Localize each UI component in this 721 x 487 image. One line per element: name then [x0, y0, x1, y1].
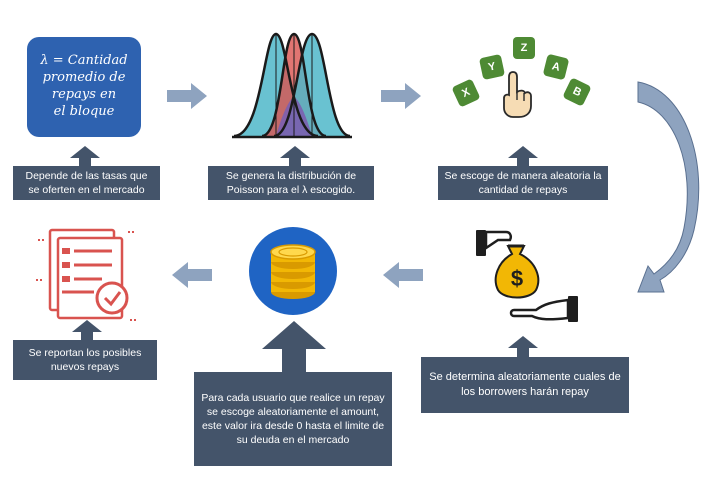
caption-borrowers-text: Se determina aleatoriamente cuales de lo…: [429, 371, 621, 398]
report-documents-icon: [36, 228, 138, 321]
flow-arrow-3: [383, 262, 423, 288]
caption-borrowers: Se determina aleatoriamente cuales de lo…: [421, 357, 629, 413]
caption-random-count: Se escoge de manera aleatoria la cantida…: [438, 166, 608, 200]
up-arrow-1: [70, 146, 100, 170]
up-arrow-4: [508, 336, 538, 360]
caption-rates: Depende de las tasas que se oferten en e…: [13, 166, 160, 200]
up-arrow-6: [72, 320, 102, 344]
caption-random-count-text: Se escoge de manera aleatoria la cantida…: [444, 169, 602, 196]
flow-arrow-4: [172, 262, 212, 288]
svg-text:$: $: [511, 266, 523, 291]
up-arrow-3: [508, 146, 538, 170]
caption-rates-text: Depende de las tasas que se oferten en e…: [25, 169, 148, 196]
poisson-distribution-icon: [232, 32, 352, 139]
curved-flow-arrow: [637, 81, 700, 293]
up-arrow-2: [280, 146, 310, 170]
caption-report: Se reportan los posibles nuevos repays: [13, 340, 157, 380]
caption-report-text: Se reportan los posibles nuevos repays: [28, 346, 142, 373]
money-hands-icon: $: [476, 230, 578, 322]
caption-poisson-text: Se genera la distribución de Poisson par…: [225, 169, 357, 196]
up-arrow-5: [262, 321, 326, 377]
tile-z: Z: [513, 37, 535, 59]
caption-amount: Para cada usuario que realice un repay s…: [194, 372, 392, 466]
caption-amount-text: Para cada usuario que realice un repay s…: [201, 391, 385, 447]
pointing-hand-icon: [503, 71, 532, 118]
tile-a: A: [542, 53, 570, 81]
caption-poisson: Se genera la distribución de Poisson par…: [208, 166, 374, 200]
flow-arrow-2: [381, 83, 421, 109]
flow-arrow-1: [167, 83, 207, 109]
tile-b: B: [562, 77, 592, 107]
lambda-box: λ = Cantidad promedio de repays en el bl…: [27, 37, 141, 137]
lambda-definition: λ = Cantidad promedio de repays en el bl…: [40, 53, 128, 119]
coins-icon: [249, 227, 337, 315]
tile-x: X: [451, 78, 481, 108]
